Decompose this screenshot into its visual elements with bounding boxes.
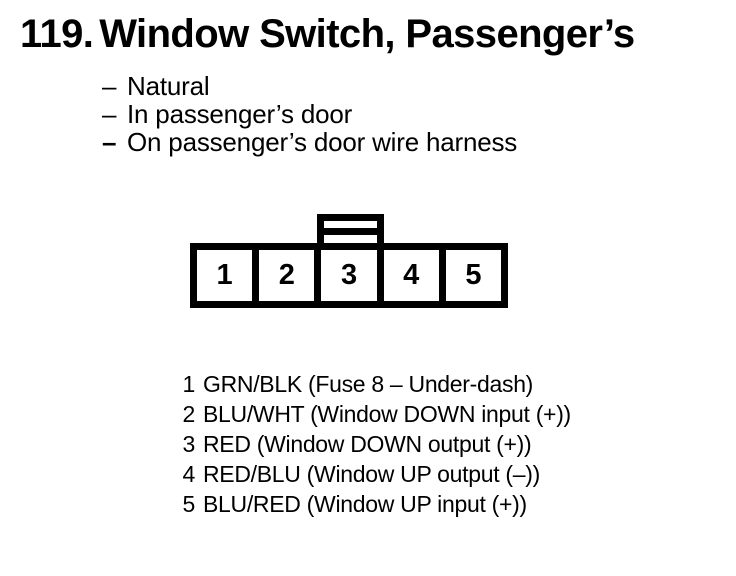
pinout-list: 1 GRN/BLK (Fuse 8 – Under-dash) 2 BLU/WH… [182, 369, 572, 519]
note-row: – In passenger’s door [102, 100, 517, 128]
page-title: 119. Window Switch, Passenger’s [20, 13, 635, 55]
pin-row: 5 BLU/RED (Window UP input (+)) [182, 489, 571, 519]
connector-cavity-5: 5 [438, 250, 501, 301]
pin-number: 5 [182, 491, 196, 517]
dash-icon: – [102, 99, 117, 129]
pin-row: 2 BLU/WHT (Window DOWN input (+)) [182, 399, 572, 429]
connector-cavity-2: 2 [252, 250, 314, 301]
pin-row: 1 GRN/BLK (Fuse 8 – Under-dash) [182, 369, 571, 399]
pin-number: 1 [182, 371, 196, 397]
cavity-label: 3 [340, 259, 358, 291]
connector-diagram: 1 2 3 4 5 [190, 243, 508, 308]
pin-wire-description: RED/BLU (Window UP output (–)) [203, 461, 540, 487]
pin-wire-description: GRN/BLK (Fuse 8 – Under-dash) [203, 371, 534, 397]
connector-cavity-1: 1 [197, 250, 252, 301]
pin-wire-description: BLU/WHT (Window DOWN input (+)) [203, 401, 571, 427]
note-text: In passenger’s door [127, 99, 353, 129]
pin-number: 2 [182, 401, 196, 427]
cavity-label: 5 [465, 259, 482, 291]
note-row: – Natural [102, 72, 517, 100]
notes-list: – Natural – In passenger’s door – On pas… [102, 72, 517, 156]
connector-cavity-4: 4 [376, 250, 439, 301]
pin-number: 4 [182, 461, 196, 487]
pin-row: 4 RED/BLU (Window UP output (–)) [182, 459, 571, 489]
connector-keying-tab [317, 214, 384, 243]
cavity-label: 4 [403, 259, 420, 291]
cavity-label: 2 [278, 259, 295, 291]
pin-number: 3 [182, 431, 196, 457]
cavity-label: 1 [216, 259, 233, 291]
dash-icon: – [102, 71, 117, 101]
dash-icon: – [102, 127, 117, 157]
note-text: Natural [127, 71, 210, 101]
item-number: 119. [20, 12, 94, 56]
item-title: Window Switch, Passenger’s [99, 12, 635, 56]
note-row: – On passenger’s door wire harness [102, 128, 517, 156]
note-text: On passenger’s door wire harness [127, 127, 518, 157]
keying-tab-bar [324, 228, 377, 235]
connector-cavity-3: 3 [314, 250, 376, 301]
pin-wire-description: RED (Window DOWN output (+)) [203, 431, 532, 457]
pin-row: 3 RED (Window DOWN output (+)) [182, 429, 571, 459]
pin-wire-description: BLU/RED (Window UP input (+)) [203, 491, 527, 517]
